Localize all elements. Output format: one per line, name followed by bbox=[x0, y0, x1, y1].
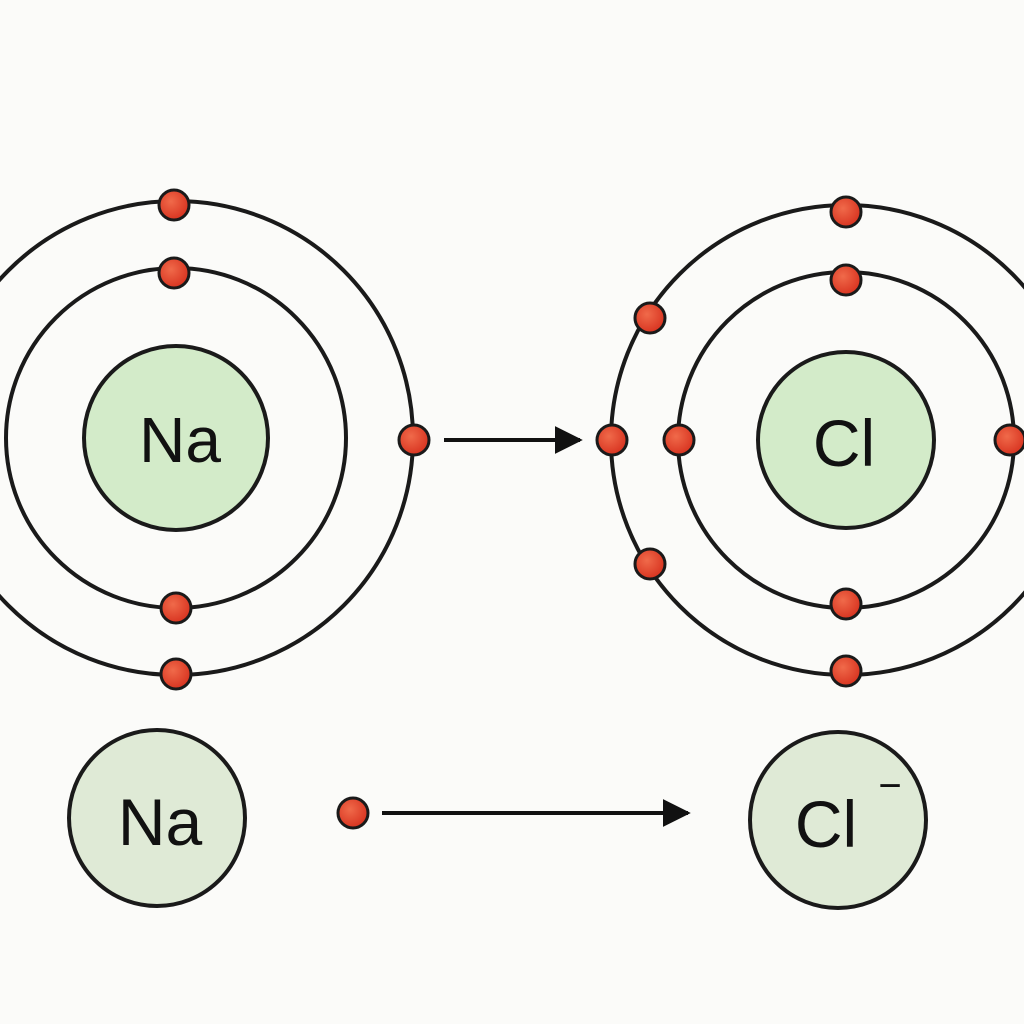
sodium-atom-symbol: Na bbox=[139, 404, 221, 476]
valence-electron bbox=[397, 423, 431, 457]
sodium-ion: Na bbox=[67, 728, 247, 908]
electron bbox=[662, 423, 696, 457]
electron bbox=[829, 587, 863, 621]
chloride-ion-circle bbox=[748, 730, 928, 910]
sodium-nucleus bbox=[82, 344, 270, 532]
electron bbox=[157, 188, 191, 222]
electron bbox=[633, 301, 667, 335]
sodium-atom: Na bbox=[0, 188, 431, 691]
sodium-ion-symbol: Na bbox=[118, 785, 203, 859]
electron bbox=[159, 591, 193, 625]
chlorine-nucleus bbox=[756, 350, 936, 530]
chloride-ion-charge: − bbox=[878, 764, 901, 808]
chlorine-atom: Cl bbox=[595, 195, 1024, 688]
transferred-electron bbox=[336, 796, 370, 830]
sodium-ion-circle bbox=[67, 728, 247, 908]
electron bbox=[829, 195, 863, 229]
chlorine-atom-symbol: Cl bbox=[813, 406, 875, 480]
electron bbox=[993, 423, 1024, 457]
electron bbox=[157, 256, 191, 290]
electron bbox=[829, 654, 863, 688]
electron bbox=[159, 657, 193, 691]
electron bbox=[595, 423, 629, 457]
chloride-ion-symbol: Cl bbox=[795, 787, 857, 861]
electron bbox=[633, 547, 667, 581]
chloride-ion: Cl − bbox=[748, 730, 928, 910]
electron bbox=[829, 263, 863, 297]
